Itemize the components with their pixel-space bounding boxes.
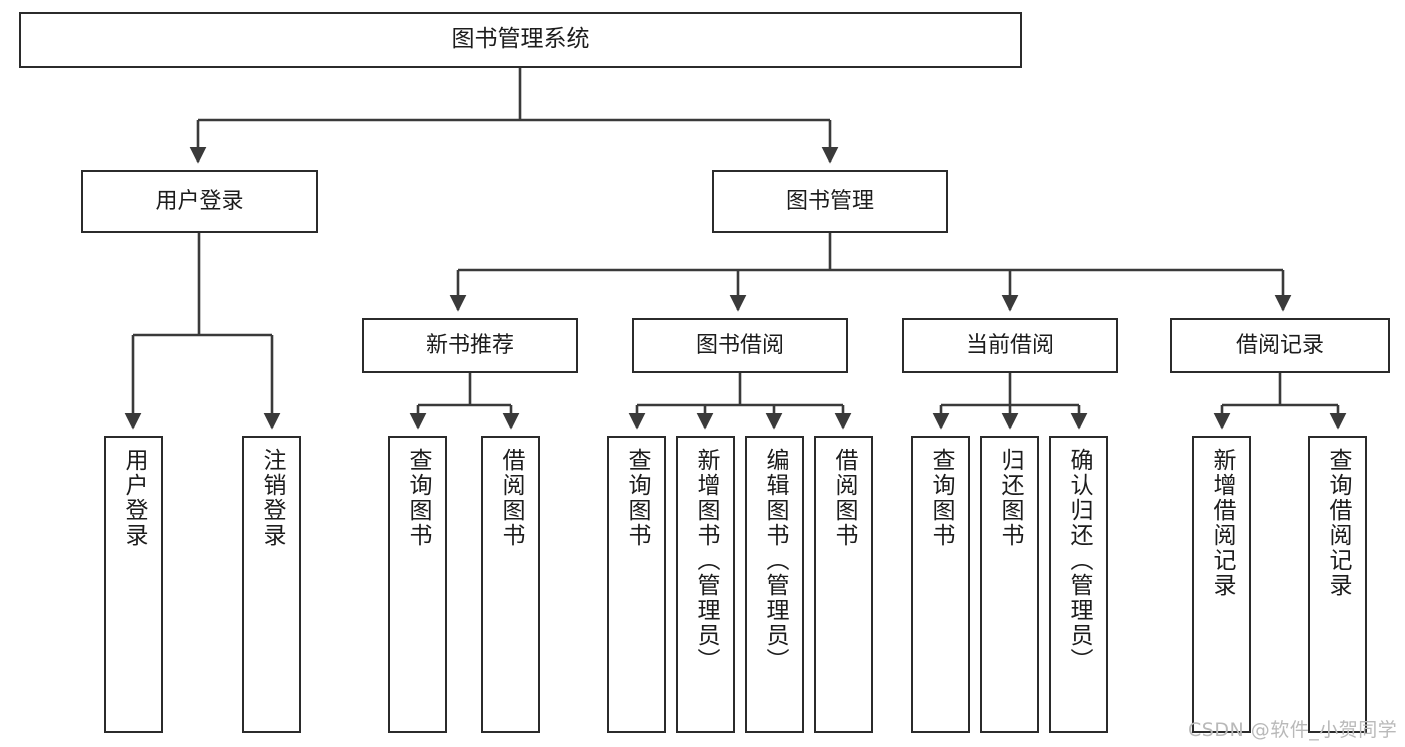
node-label: 图书管理系统 (451, 26, 590, 53)
node-label: 新书推荐 (425, 332, 514, 358)
leaf-edit-book-admin[interactable]: 编辑图书（管理员） (745, 436, 804, 733)
node-label: 新增借阅记录 (1209, 448, 1235, 598)
node-label: 当前借阅 (965, 332, 1054, 358)
leaf-query-borrow-record[interactable]: 查询借阅记录 (1308, 436, 1367, 733)
node-label: 用户登录 (121, 448, 147, 548)
node-label: 编辑图书（管理员） (762, 448, 788, 673)
node-label: 查询借阅记录 (1325, 448, 1351, 598)
leaf-logout[interactable]: 注销登录 (242, 436, 301, 733)
node-new-book-recommend[interactable]: 新书推荐 (362, 318, 578, 373)
leaf-user-login[interactable]: 用户登录 (104, 436, 163, 733)
node-label: 借阅图书 (498, 448, 524, 548)
csdn-watermark: CSDN @软件_小贺同学 (1188, 719, 1398, 741)
node-label: 新增图书（管理员） (693, 448, 719, 673)
leaf-add-book-admin[interactable]: 新增图书（管理员） (676, 436, 735, 733)
leaf-borrow-book[interactable]: 借阅图书 (814, 436, 873, 733)
leaf-query-book-recommend[interactable]: 查询图书 (388, 436, 447, 733)
node-label: 图书借阅 (695, 332, 784, 358)
leaf-borrow-book-recommend[interactable]: 借阅图书 (481, 436, 540, 733)
leaf-confirm-return-admin[interactable]: 确认归还（管理员） (1049, 436, 1108, 733)
node-user-login[interactable]: 用户登录 (81, 170, 318, 233)
leaf-add-borrow-record[interactable]: 新增借阅记录 (1192, 436, 1251, 733)
node-label: 借阅记录 (1235, 332, 1324, 358)
node-label: 确认归还（管理员） (1066, 448, 1092, 673)
node-label: 图书管理 (785, 188, 874, 214)
node-label: 查询图书 (928, 448, 954, 548)
node-book-management[interactable]: 图书管理 (712, 170, 948, 233)
node-label: 查询图书 (405, 448, 431, 548)
node-book-borrow[interactable]: 图书借阅 (632, 318, 848, 373)
node-borrow-record[interactable]: 借阅记录 (1170, 318, 1390, 373)
leaf-query-book-current[interactable]: 查询图书 (911, 436, 970, 733)
leaf-query-book-borrow[interactable]: 查询图书 (607, 436, 666, 733)
node-label: 查询图书 (624, 448, 650, 548)
node-label: 用户登录 (155, 188, 244, 214)
node-label: 归还图书 (997, 448, 1023, 548)
leaf-return-book[interactable]: 归还图书 (980, 436, 1039, 733)
node-label: 借阅图书 (831, 448, 857, 548)
node-label: 注销登录 (259, 448, 285, 548)
node-book-management-system[interactable]: 图书管理系统 (19, 12, 1022, 68)
node-current-borrow[interactable]: 当前借阅 (902, 318, 1118, 373)
